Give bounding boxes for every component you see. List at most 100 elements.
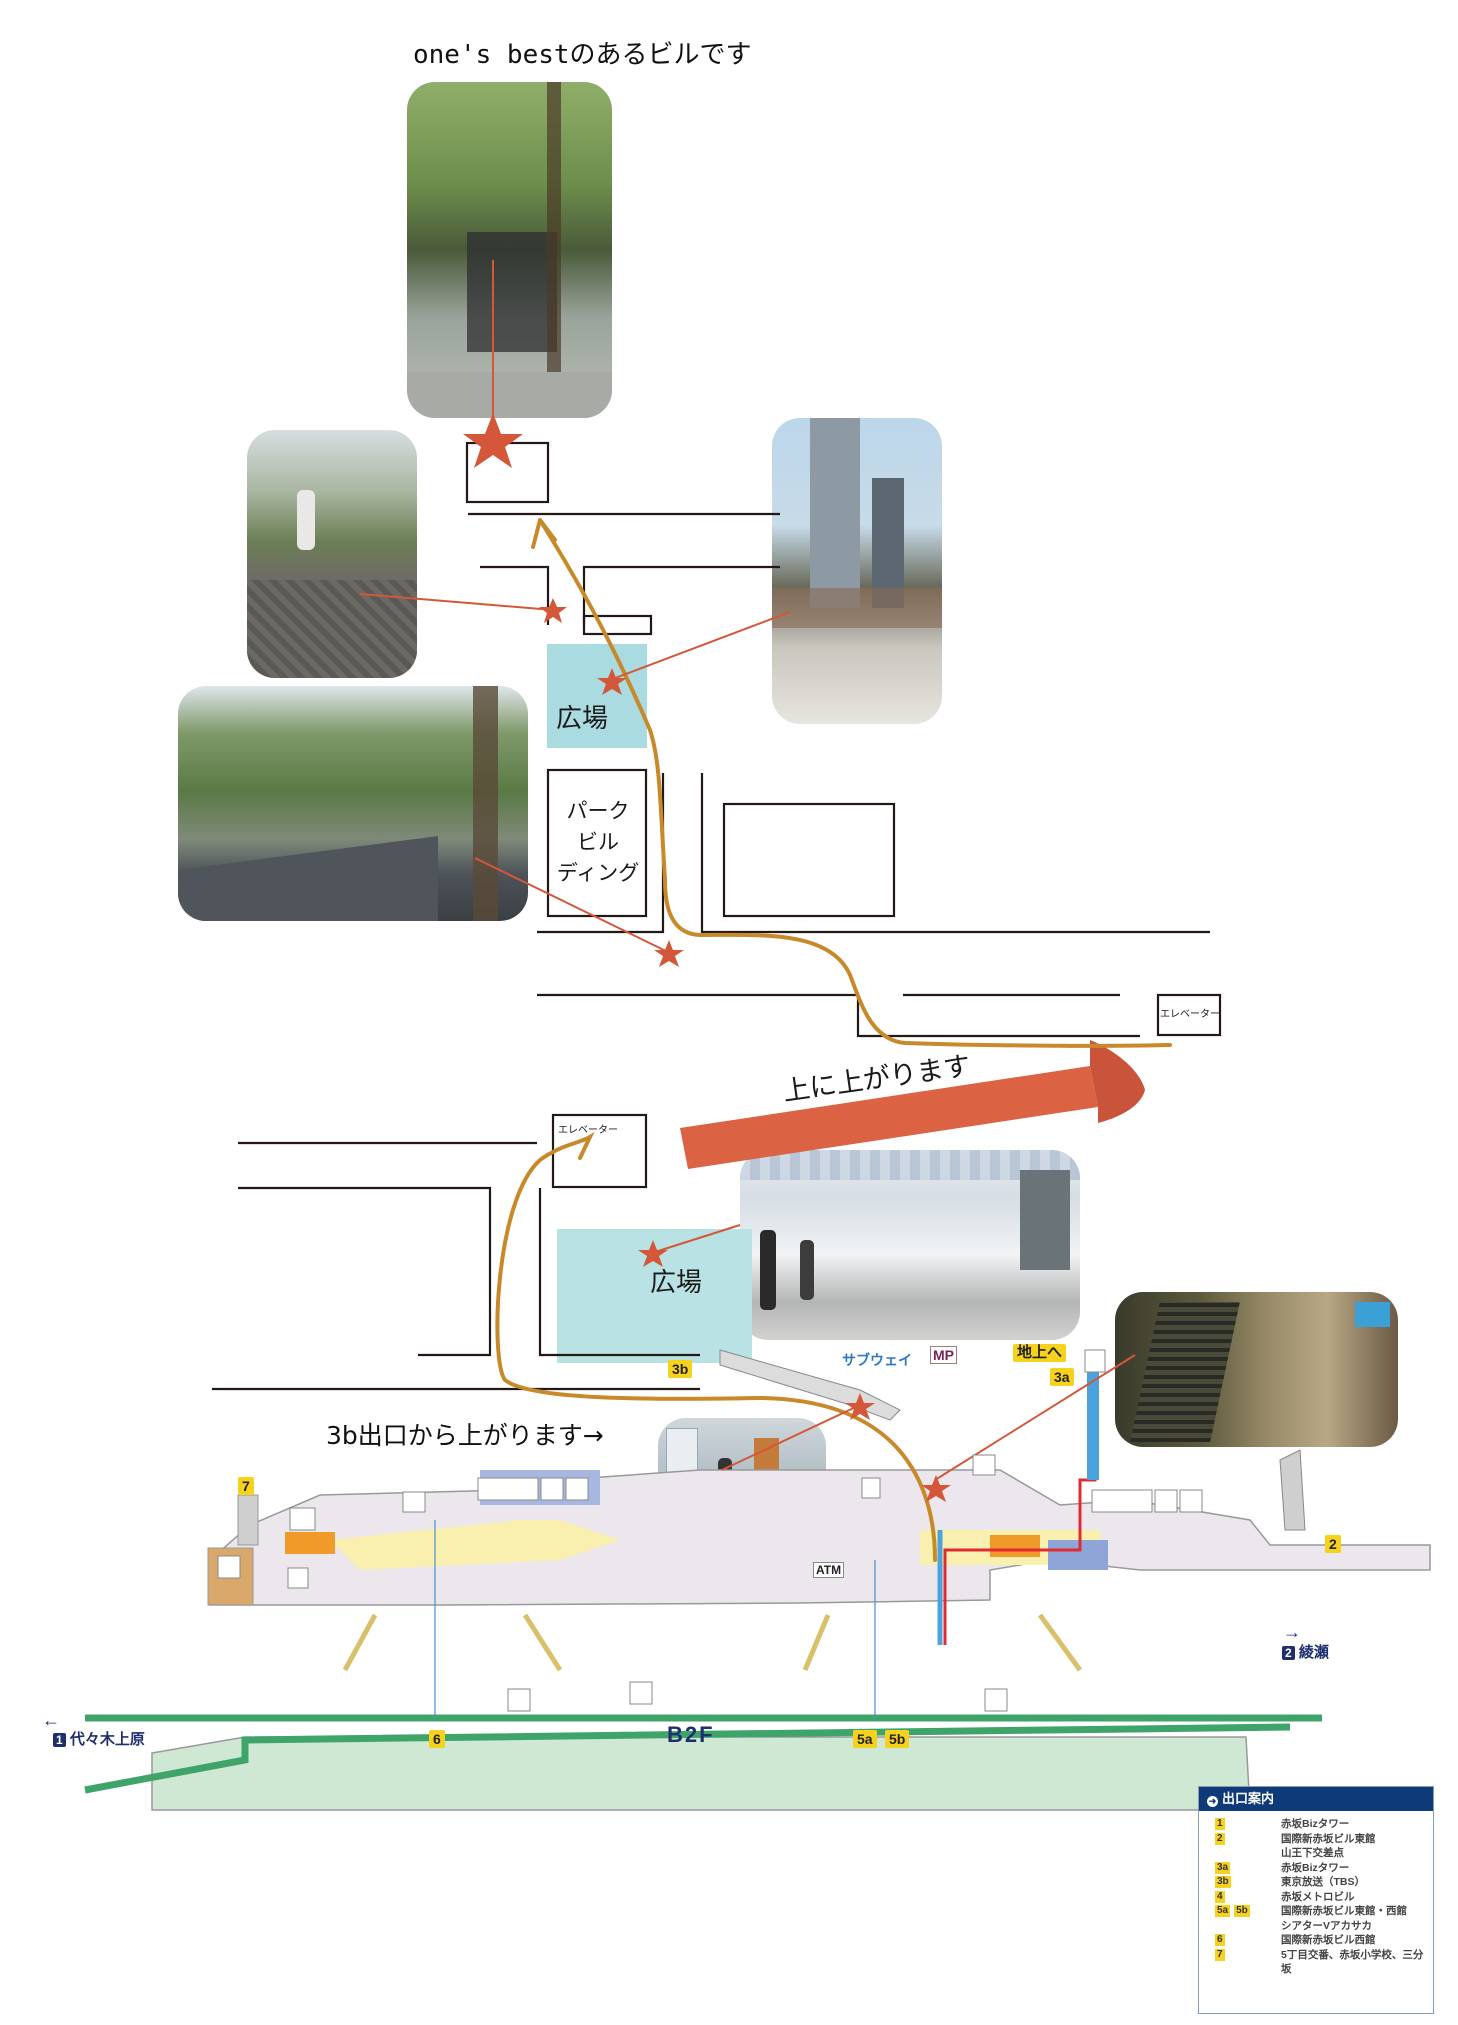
shop-icon [629,1681,653,1705]
legend-exit-tags: 6 [1199,1933,1281,1948]
star-marker [638,1240,668,1267]
legend-exit-tags: 3b [1199,1875,1281,1890]
station-plaza-photo [740,1150,1080,1340]
street-lines [212,441,1222,1391]
phone-icon [287,1567,309,1589]
up-arrow [680,1040,1145,1169]
mp-label: MP [930,1346,957,1364]
tree-lined-street-photo [178,686,528,921]
ticket-machine-icon [507,1688,531,1712]
legend-row: シアターVアカサカ [1199,1919,1433,1934]
legend-row: 2 国際新赤坂ビル東館 [1199,1832,1433,1847]
park-building-label-line2: ビル [577,830,619,854]
legend-exit-tags: 3a [1199,1861,1281,1876]
legend-row: 7 5丁目交番、赤坂小学校、三分坂 [1199,1948,1433,1977]
track-upper [84,1723,1291,1794]
exit-tag-3a: 3a [1050,1368,1074,1386]
legend-exit-tag: 6 [1215,1934,1225,1946]
ticket-machine-icon [984,1688,1008,1712]
atm-label: ATM [813,1562,845,1578]
legend-exit-tag: 5b [1234,1905,1250,1917]
escalator-photo [1115,1292,1398,1447]
direction-right-label: 綾瀬 [1298,1644,1329,1661]
legend-exit-tags: 7 [1199,1948,1281,1977]
direction-left-label: 代々木上原 [69,1731,145,1748]
yellow-zone [330,1520,620,1570]
legend-exit-destination: 国際新赤坂ビル西館 [1281,1934,1376,1946]
star-marker [539,598,567,623]
baby-room-icon [1154,1489,1178,1513]
star-marker [654,940,684,967]
exit-tag-6: 6 [429,1730,445,1748]
line-number-badge: 2 [1282,1646,1295,1660]
line-number-badge: 1 [53,1733,66,1747]
building-entrance-photo [407,82,612,418]
legend-exit-tags: 2 [1199,1832,1281,1847]
subway-label: サブウェイ [842,1352,912,1368]
exit-3b-note: 3b出口から上がります→ [326,1421,604,1450]
park-building [546,768,648,918]
restroom-icon [477,1477,539,1501]
legend-exit-tag: 3a [1215,1861,1231,1874]
legend-exit-tags: 4 [1199,1890,1281,1905]
plaza-label-upper: 広場 [556,704,609,734]
walking-route [531,518,1172,1048]
legend-exit-destination: 東京放送（TBS） [1281,1876,1365,1888]
to-ground-label: 地上へ [1013,1344,1067,1362]
legend-row: 1 赤坂Bizタワー [1199,1817,1433,1832]
park-building-label: パーク ビル ディング [552,796,644,889]
legend-title: 出口案内 [1222,1791,1275,1806]
legend-exit-tag: 5a [1215,1905,1231,1917]
legend-exit-tags [1199,1846,1281,1861]
sidewalk-photo [247,430,417,678]
legend-row: 山王下交差点 [1199,1846,1433,1861]
photo-pointers [359,260,1136,1481]
direction-left: 1 代々木上原 [53,1728,145,1749]
exit-tag-2: 2 [1325,1535,1341,1553]
elevator-upper-box [1156,993,1222,1037]
legend-exit-destination: 国際新赤坂ビル東館・西館 [1281,1905,1407,1917]
facility-icons [217,1349,1203,1712]
exit-tag-3b: 3b [668,1360,693,1378]
elevator-label-upper: エレベーター [1160,1009,1220,1020]
legend-row: 3b 東京放送（TBS） [1199,1875,1433,1890]
ticket-machine-icon [402,1491,426,1513]
coin-locker-icon [972,1454,996,1476]
legend-exit-tag: 2 [1215,1832,1225,1845]
legend-exit-destination: 5丁目交番、赤坂小学校、三分坂 [1281,1948,1424,1976]
direction-left-arrow: ← [42,1710,60,1730]
legend-exit-tags [1199,1919,1281,1934]
target-building [465,441,550,504]
floor-label: B2F [667,1722,715,1747]
info-icon [217,1555,241,1579]
legend-exit-tag: 3b [1215,1876,1231,1888]
legend-exit-tag: 4 [1215,1890,1225,1903]
tower-plaza-photo [772,418,942,724]
legend-exit-destination: 山王下交差点 [1281,1847,1344,1859]
star-marker [845,1393,875,1420]
exit-tag-5b: 5b [885,1730,910,1748]
plaza-upper-area [547,644,647,748]
arrow-circle-icon: ➜ [1207,1796,1218,1807]
star-marker [921,1475,951,1502]
star-markers [463,413,951,1502]
park-building-label-line3: ディング [556,861,640,885]
elevator-icon [1084,1349,1106,1373]
baby-room-icon [540,1477,564,1501]
legend-exit-tag: 7 [1215,1948,1225,1961]
legend-exit-destination: 赤坂Bizタワー [1281,1818,1350,1830]
direction-right: 2 綾瀬 [1282,1641,1329,1662]
legend-exit-destination: シアターVアカサカ [1281,1919,1373,1932]
legend-exit-tag: 1 [1215,1818,1225,1830]
locker-icon [1179,1489,1203,1513]
exit-tag-7: 7 [238,1477,254,1495]
legend-exit-destination: 国際新赤坂ビル東館 [1281,1832,1376,1845]
park-building-label-line1: パーク [566,799,630,823]
